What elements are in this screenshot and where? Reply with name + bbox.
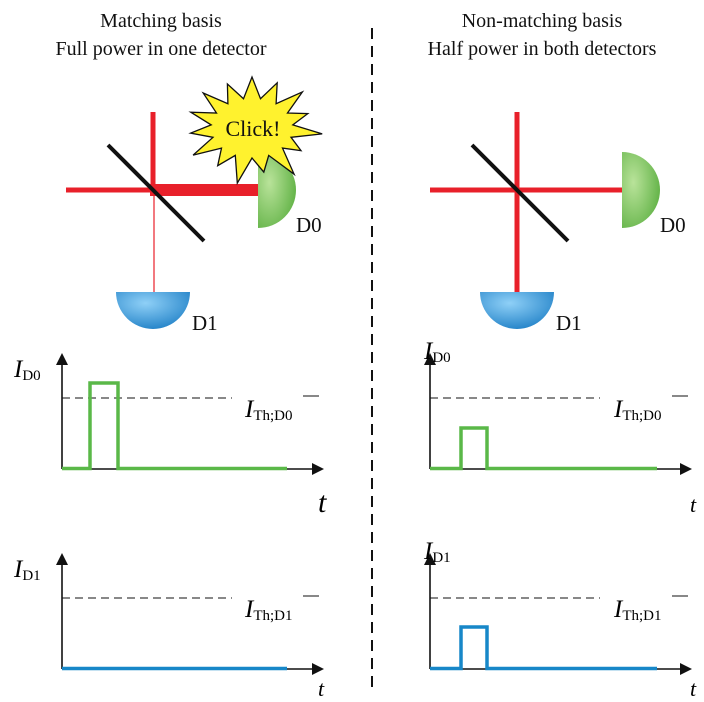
right-detector-d0-label: D0 [660, 213, 686, 237]
left-plot-d0-x-label: t [318, 486, 327, 519]
right-plot-d1-threshold-label: ITh;D1 [613, 596, 662, 624]
click-label: Click! [226, 116, 281, 141]
right-title-line2: Half power in both detectors [428, 38, 657, 60]
right-plot-d0-y-label: ID0 [423, 338, 451, 366]
left-beam-splitter [106, 143, 206, 243]
left-detector-d1 [116, 292, 190, 329]
left-title-line1: Matching basis [100, 10, 222, 32]
right-plot-d1-signal-pulse [430, 625, 657, 671]
right-plot-d1: ID1 ITh;D1 t [423, 538, 697, 701]
right-detector-d1 [480, 292, 554, 329]
right-panel: Non-matching basis Half power in both de… [423, 10, 697, 701]
left-detector-d1-label: D1 [192, 311, 218, 335]
left-plot-d0-y-label: ID0 [13, 356, 41, 384]
right-plot-d0-signal-pulse [430, 426, 657, 471]
left-plot-d0: ID0 ITh;D0 t [13, 353, 327, 519]
right-plot-d0-threshold-label: ITh;D0 [613, 396, 662, 424]
left-panel: Matching basis Full power in one detecto… [13, 10, 327, 701]
left-plot-d0-signal-pulse [62, 381, 287, 471]
left-detector-d0 [258, 152, 296, 228]
left-plot-d1: ID1 ITh;D1 t [13, 553, 325, 701]
click-burst-icon [188, 75, 323, 186]
right-beam-splitter [470, 143, 570, 243]
right-detector-d1-label: D1 [556, 311, 582, 335]
right-title-line1: Non-matching basis [462, 10, 623, 32]
left-plot-d1-threshold-label: ITh;D1 [244, 596, 293, 624]
left-plot-d1-x-label: t [318, 676, 325, 701]
right-plot-d1-x-label: t [690, 676, 697, 701]
left-plot-d1-y-label: ID1 [13, 556, 41, 584]
right-plot-d1-y-label: ID1 [423, 538, 451, 566]
left-plot-d0-threshold-label: ITh;D0 [244, 396, 293, 424]
right-plot-d0: ID0 ITh;D0 t [423, 338, 697, 517]
right-plot-d0-x-label: t [690, 492, 697, 517]
left-detector-d0-label: D0 [296, 213, 322, 237]
left-title-line2: Full power in one detector [55, 38, 266, 60]
right-detector-d0 [622, 152, 660, 228]
